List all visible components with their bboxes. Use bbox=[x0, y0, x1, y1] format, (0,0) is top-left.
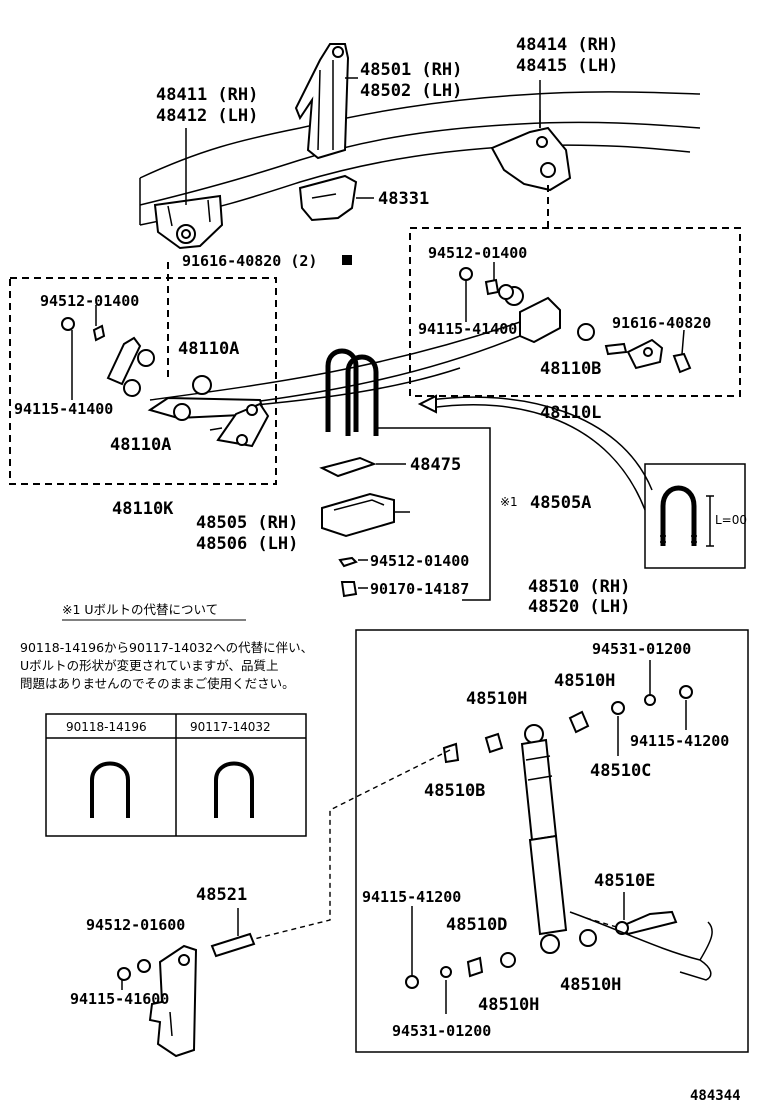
ubolt-length-box bbox=[644, 463, 746, 569]
label-retainer-c: 48510C bbox=[590, 761, 651, 781]
label-washer-left: 94115-41400 bbox=[14, 400, 113, 418]
shackle-assembly-rear bbox=[459, 267, 692, 374]
note-line-1: 90118-14196から90117-14032への代替に伴い、 bbox=[20, 640, 313, 655]
part-labels: 48411 (RH) 48412 (LH) 48501 (RH) 48502 (… bbox=[14, 35, 747, 1104]
label-ubolt-mark: ※1 bbox=[500, 495, 518, 509]
label-seat-lh: 48506 (LH) bbox=[196, 534, 298, 554]
leader-line bbox=[585, 917, 621, 929]
leader-line bbox=[249, 749, 451, 941]
label-kit-k: 48110K bbox=[112, 499, 174, 519]
spring-seat bbox=[321, 492, 395, 538]
label-washer-bottom: 94115-41200 bbox=[362, 888, 461, 906]
label-cushion-h-top2: 48510H bbox=[466, 689, 527, 709]
label-bracket-rh: 48501 (RH) bbox=[360, 60, 462, 80]
label-nut-left: 94512-01400 bbox=[40, 292, 139, 310]
nut-icon bbox=[440, 966, 452, 978]
shackle-assembly-front bbox=[61, 317, 270, 448]
label-bolt-right: 91616-40820 bbox=[612, 314, 711, 332]
frame-rail bbox=[139, 91, 701, 226]
cushion-icon bbox=[579, 929, 597, 947]
label-washer-stud: 94115-41600 bbox=[70, 990, 169, 1008]
stud-mount bbox=[117, 932, 256, 1058]
bump-stopper bbox=[298, 174, 358, 222]
ubolt-note: ※1 Uボルトの代替について 90118-14196から90117-14032へ… bbox=[20, 602, 313, 734]
note-col-new: 90117-14032 bbox=[190, 720, 271, 734]
cushion-icon bbox=[442, 742, 460, 764]
note-title: ※1 Uボルトの代替について bbox=[62, 602, 218, 617]
shock-absorber bbox=[520, 724, 568, 954]
label-retainer-d: 48510D bbox=[446, 915, 507, 935]
label-frame-lh: 48412 (LH) bbox=[156, 106, 258, 126]
note-line-3: 問題はありませんのでそのままご使用ください。 bbox=[20, 676, 295, 691]
nut-icon bbox=[644, 694, 656, 706]
label-nut-top: 94531-01200 bbox=[592, 640, 691, 658]
label-nut-ubolt: 90170-14187 bbox=[370, 580, 469, 598]
cushion-icon bbox=[500, 952, 516, 968]
washer-icon bbox=[405, 975, 419, 989]
label-nut-bottom: 94531-01200 bbox=[392, 1022, 491, 1040]
note-line-2: Uボルトの形状が変更されていますが、品質上 bbox=[20, 658, 279, 673]
label-bolt-e: 48510E bbox=[594, 871, 655, 891]
ubolt-new-icon bbox=[214, 761, 254, 818]
washer-icon bbox=[679, 685, 693, 699]
ubolt-detail bbox=[660, 485, 714, 547]
note-col-old: 90118-14196 bbox=[66, 720, 147, 734]
label-bushing-b: 48110B bbox=[540, 359, 601, 379]
cushion-icon bbox=[568, 710, 590, 734]
kit-l-box bbox=[409, 227, 741, 397]
leader-line bbox=[378, 427, 491, 601]
label-cushion-h-bottom1: 48510H bbox=[560, 975, 621, 995]
shackle-bracket bbox=[294, 43, 350, 160]
retainer-icon bbox=[611, 701, 625, 715]
retainer-icon bbox=[466, 956, 484, 978]
label-stud: 48521 bbox=[196, 885, 247, 905]
leader-lines bbox=[71, 77, 687, 1014]
cushion-icon bbox=[484, 732, 504, 754]
label-washer-right: 94115-41400 bbox=[418, 320, 517, 338]
label-bracket-lh: 48502 (LH) bbox=[360, 81, 462, 101]
label-cushion-h-bottom2: 48510H bbox=[478, 995, 539, 1015]
lower-mount bbox=[569, 910, 713, 981]
bumper-bolt-icon bbox=[342, 255, 352, 265]
u-bolt bbox=[325, 348, 379, 436]
label-cushion-b: 48510B bbox=[424, 781, 485, 801]
label-washer-top: 94115-41200 bbox=[630, 732, 729, 750]
label-ubolt: 48505A bbox=[530, 493, 591, 513]
kit-k-box bbox=[9, 277, 277, 485]
label-absorber-rh: 48510 (RH) bbox=[528, 577, 630, 597]
rear-hanger bbox=[490, 110, 572, 192]
label-bolt-front: 91616-40820 (2) bbox=[182, 252, 317, 270]
label-cushion-h-top1: 48510H bbox=[554, 671, 615, 691]
ubolt-detail-arrow bbox=[417, 394, 653, 511]
label-absorber-lh: 48520 (LH) bbox=[528, 597, 630, 617]
label-pad: 48475 bbox=[410, 455, 461, 475]
ubolt-old-icon bbox=[90, 761, 130, 818]
label-nut-right: 94512-01400 bbox=[428, 244, 527, 262]
ubolt-washer-icon bbox=[338, 556, 358, 568]
label-bushing-a2: 48110A bbox=[110, 435, 171, 455]
label-ubolt-length: L=00 bbox=[715, 513, 747, 527]
front-hanger bbox=[153, 194, 224, 250]
label-bumper: 48331 bbox=[378, 189, 429, 209]
label-washer-ubolt: 94512-01400 bbox=[370, 552, 469, 570]
shock-absorber-box bbox=[355, 629, 749, 1053]
label-bushing-a1: 48110A bbox=[178, 339, 239, 359]
label-kit-l: 48110L bbox=[540, 403, 601, 423]
label-hanger-lh: 48415 (LH) bbox=[516, 56, 618, 76]
label-nut-stud: 94512-01600 bbox=[86, 916, 185, 934]
ubolt-nut-icon bbox=[340, 581, 358, 598]
diagram-id: 484344 bbox=[690, 1088, 741, 1104]
label-seat-rh: 48505 (RH) bbox=[196, 513, 298, 533]
label-hanger-rh: 48414 (RH) bbox=[516, 35, 618, 55]
spring-pad bbox=[319, 456, 377, 478]
label-frame-rh: 48411 (RH) bbox=[156, 85, 258, 105]
